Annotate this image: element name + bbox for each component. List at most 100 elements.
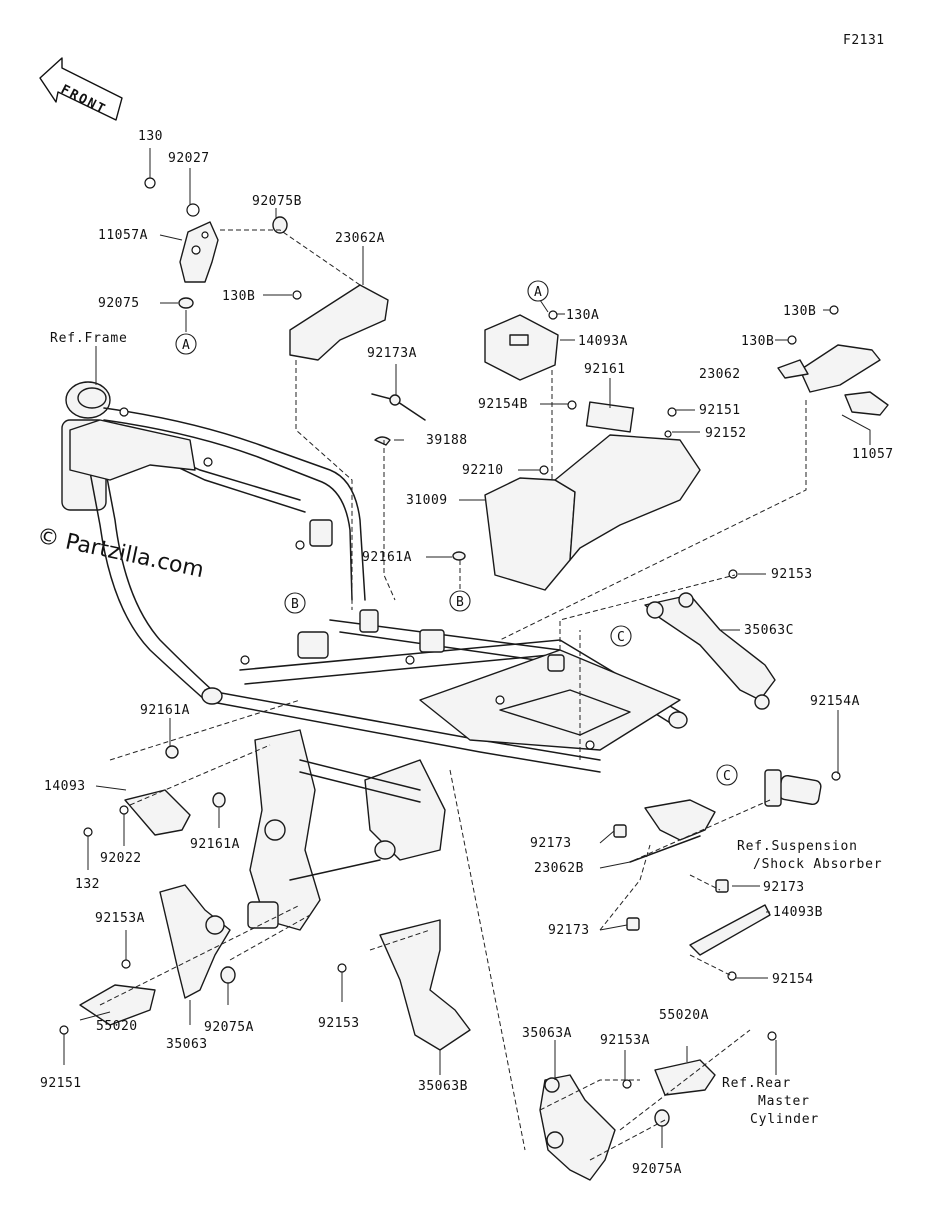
bolt-92152 [664,430,672,438]
label-23062B[interactable]: 23062B [534,861,584,876]
plate-14093B [689,904,771,956]
label-92153A-l[interactable]: 92153A [95,911,145,926]
collar-92075A-r [654,1109,670,1127]
step-bracket-35063C [644,594,776,701]
damper-92161A-l2 [212,792,226,808]
label-39188[interactable]: 39188 [426,433,468,448]
stopper-92173-a [613,824,627,838]
svg-text:A: A [182,338,190,353]
reference-labels: Ref.Frame Ref.Suspension /Shock Absorber… [50,331,882,1127]
cover-14093 [124,789,191,836]
guard-55020A [654,1059,716,1096]
svg-text:C: C [617,630,625,645]
bolt-92153-m [337,963,347,973]
bolt-130 [144,177,156,189]
bracket-23062 [799,344,881,393]
label-130B-top[interactable]: 130B [222,289,255,304]
cover-11057 [844,391,889,416]
label-92075A-r[interactable]: 92075A [632,1162,682,1177]
svg-text:B: B [291,597,299,612]
label-11057A[interactable]: 11057A [98,228,148,243]
bolt-92153A-r [622,1079,632,1089]
label-14093A[interactable]: 14093A [578,334,628,349]
callout-b-2: B [284,592,306,614]
bolt-92153-r [728,569,738,579]
label-92075[interactable]: 92075 [98,296,140,311]
shock-absorber-ref [764,769,841,807]
step-bracket-35063A [539,1074,616,1181]
ref-rear-2: Master [758,1094,810,1109]
collar-92027 [186,203,200,217]
bolt-130B-r2 [787,335,797,345]
label-14093[interactable]: 14093 [44,779,86,794]
label-35063A[interactable]: 35063A [522,1026,572,1041]
label-92151-top[interactable]: 92151 [699,403,741,418]
bolt-130A [548,310,558,320]
label-132[interactable]: 132 [75,877,100,892]
label-130A[interactable]: 130A [566,308,599,323]
clip-39188 [374,436,391,446]
label-35063C[interactable]: 35063C [744,623,794,638]
bolt-92153A-l [121,959,131,969]
label-92152[interactable]: 92152 [705,426,747,441]
part-labels[interactable]: 130 92027 92075B 11057A 23062A 92075 130… [40,129,894,1177]
label-92075A-l[interactable]: 92075A [204,1020,254,1035]
label-92161A-l[interactable]: 92161A [140,703,190,718]
label-92154A[interactable]: 92154A [810,694,860,709]
label-92075B[interactable]: 92075B [252,194,302,209]
ref-rear-3: Cylinder [750,1112,819,1127]
front-arrow-icon: FRONT [39,57,123,121]
damper-92161A-mid [452,551,466,561]
label-92173-b[interactable]: 92173 [763,880,805,895]
svg-text:A: A [534,285,542,300]
main-frame-drawing [61,381,688,931]
label-92173A[interactable]: 92173A [367,346,417,361]
bracket-23062B [644,799,716,841]
label-35063[interactable]: 35063 [166,1037,208,1052]
collar-92075A-l [220,966,236,984]
bolt-130B-top [292,290,302,300]
label-14093B[interactable]: 14093B [773,905,823,920]
label-130B-r1[interactable]: 130B [783,304,816,319]
ref-frame: Ref.Frame [50,331,128,346]
label-92173-c[interactable]: 92173 [548,923,590,938]
label-92210[interactable]: 92210 [462,463,504,478]
label-92153-m[interactable]: 92153 [318,1016,360,1031]
label-35063B[interactable]: 35063B [418,1079,468,1094]
label-92022[interactable]: 92022 [100,851,142,866]
step-bracket-35063 [159,884,231,999]
label-92153-r[interactable]: 92153 [771,567,813,582]
label-92153A-r[interactable]: 92153A [600,1033,650,1048]
label-92154[interactable]: 92154 [772,972,814,987]
bolt-130B-r1 [829,305,839,315]
label-92161A-l2[interactable]: 92161A [190,837,240,852]
callout-c-2: C [716,764,738,786]
label-92027[interactable]: 92027 [168,151,210,166]
label-31009[interactable]: 31009 [406,493,448,508]
label-130[interactable]: 130 [138,129,163,144]
label-23062A[interactable]: 23062A [335,231,385,246]
callout-a-1: A [175,333,197,355]
stopper-92173-c [626,917,640,931]
bolt-92154 [727,971,737,981]
cover-14093A [484,314,559,381]
label-23062[interactable]: 23062 [699,367,741,382]
label-92161[interactable]: 92161 [584,362,626,377]
label-11057[interactable]: 11057 [852,447,894,462]
label-92154B[interactable]: 92154B [478,397,528,412]
ref-suspension-1: Ref.Suspension [737,839,858,854]
label-55020[interactable]: 55020 [96,1019,138,1034]
collar-92022 [119,805,129,815]
label-92173-a[interactable]: 92173 [530,836,572,851]
label-92151-bl[interactable]: 92151 [40,1076,82,1091]
reference-dash-lines [99,229,807,1161]
bracket-11057A [179,221,219,283]
battery-case-31009 [484,400,701,591]
label-55020A[interactable]: 55020A [659,1008,709,1023]
svg-text:C: C [723,769,731,784]
bolt-92151-bl [59,1025,69,1035]
label-92161A-mid[interactable]: 92161A [362,550,412,565]
label-130B-r2[interactable]: 130B [741,334,774,349]
